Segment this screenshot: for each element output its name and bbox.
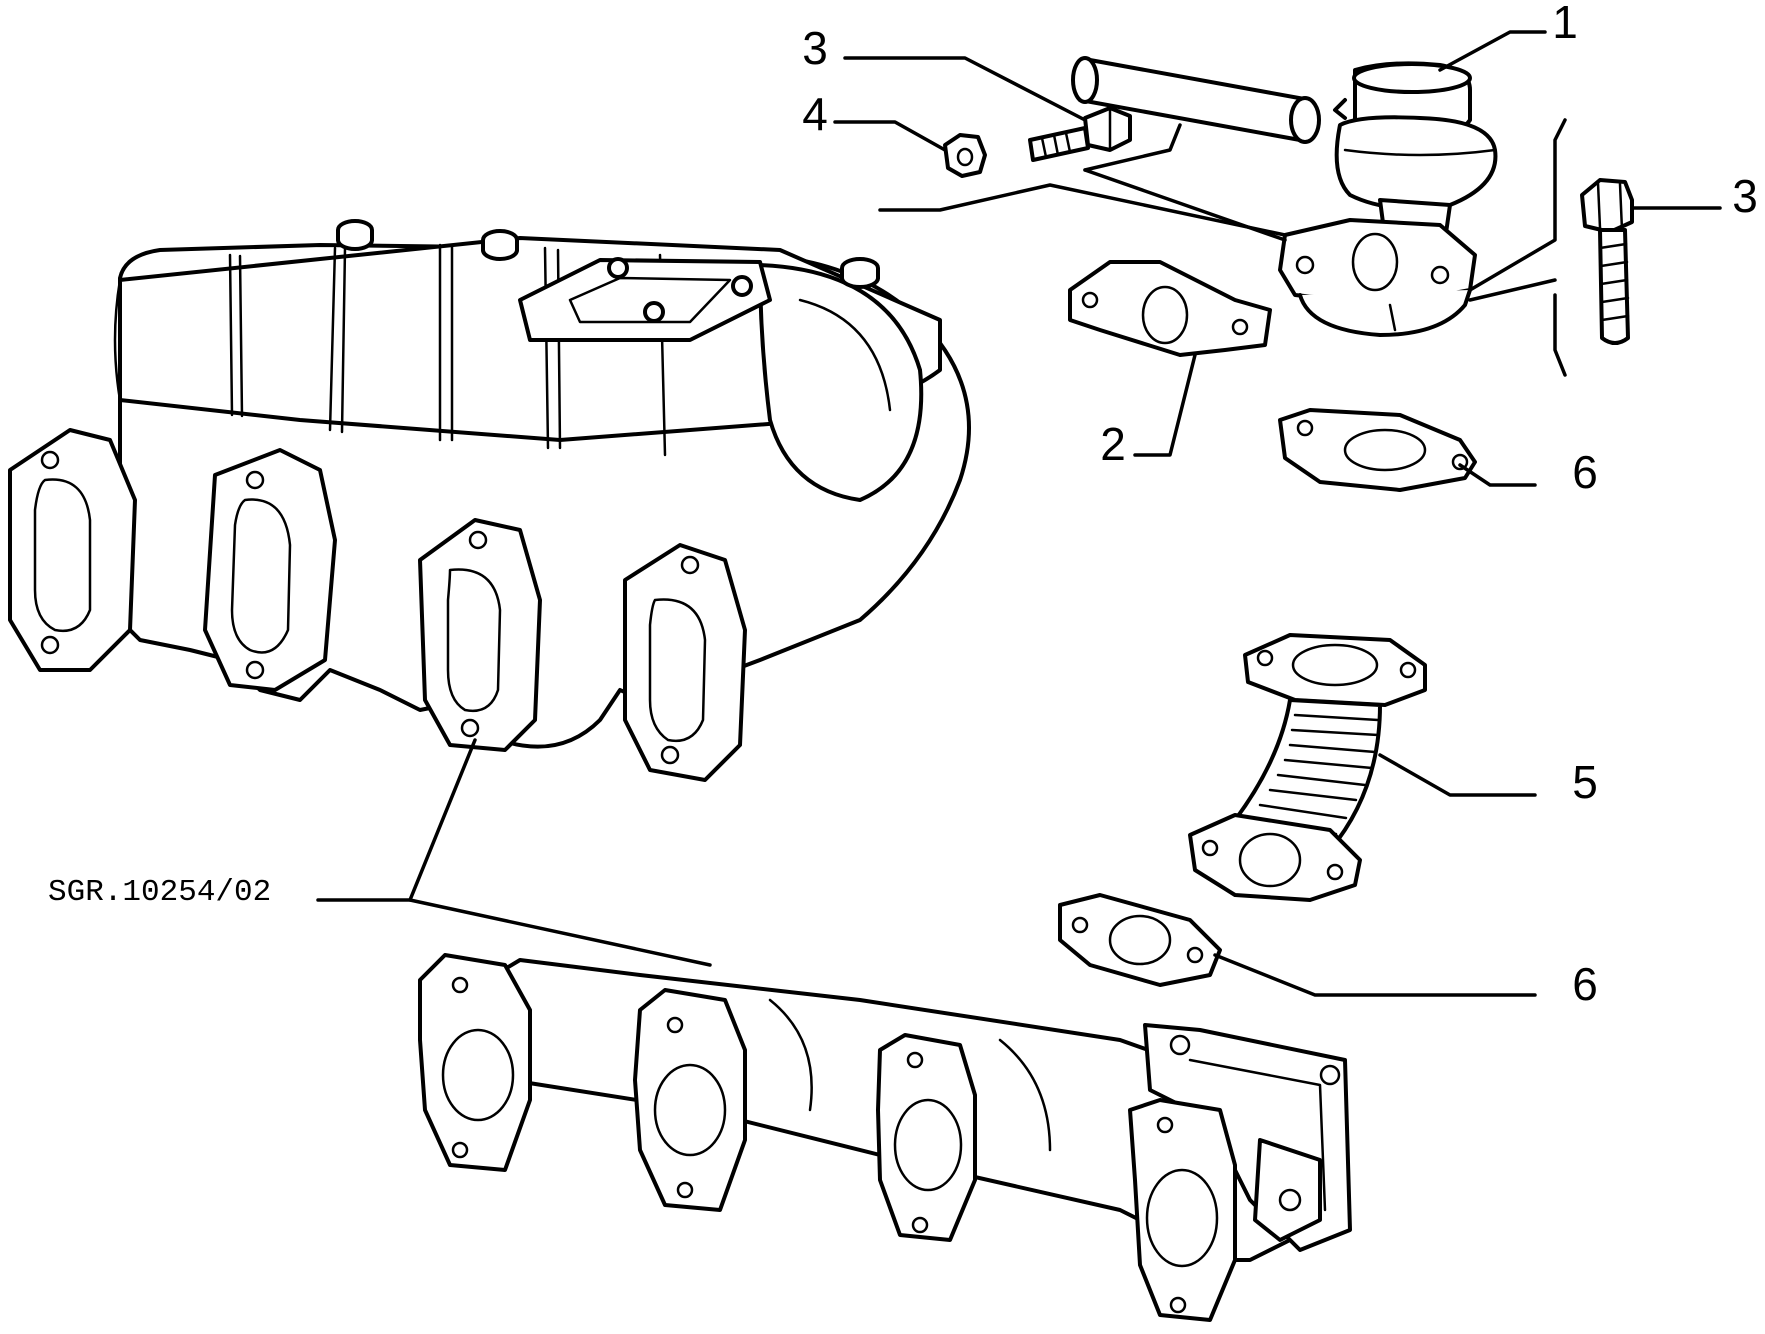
exhaust-port-flange-4 bbox=[1128, 1098, 1237, 1322]
exhaust-port-flange-3 bbox=[876, 1033, 977, 1242]
callout-6-upper: 6 bbox=[1572, 446, 1598, 498]
callout-6-lower: 6 bbox=[1572, 958, 1598, 1010]
callout-3-left: 3 bbox=[802, 22, 828, 74]
intake-port-flange-4 bbox=[623, 543, 747, 782]
flex-pipe-part-5 bbox=[1188, 633, 1427, 902]
leader-lines bbox=[316, 30, 1722, 997]
exhaust-port-flange-1 bbox=[418, 953, 532, 1172]
drawing-code: SGR.10254/02 bbox=[48, 875, 271, 910]
callout-3-right: 3 bbox=[1732, 170, 1758, 222]
gasket-part-6-upper bbox=[1278, 408, 1477, 492]
exhaust-manifold bbox=[418, 953, 1352, 1322]
gasket-part-2 bbox=[1068, 260, 1272, 357]
callout-5: 5 bbox=[1572, 756, 1598, 808]
nut-part-4 bbox=[943, 133, 987, 178]
bolt-part-3-right bbox=[1580, 178, 1634, 345]
exhaust-port-flange-2 bbox=[633, 988, 747, 1212]
callout-4: 4 bbox=[802, 88, 828, 140]
intake-port-flange-2 bbox=[203, 448, 337, 692]
egr-valve-part-1 bbox=[1278, 61, 1498, 337]
gasket-part-6-lower bbox=[1058, 893, 1222, 987]
bolt-part-3-left bbox=[1028, 106, 1132, 162]
callout-2: 2 bbox=[1100, 418, 1126, 470]
intake-port-flange-3 bbox=[418, 518, 542, 752]
intake-port-flange-1 bbox=[8, 428, 137, 672]
callout-1: 1 bbox=[1552, 0, 1578, 48]
hose-pipe bbox=[1071, 56, 1321, 144]
intake-manifold bbox=[8, 219, 971, 782]
